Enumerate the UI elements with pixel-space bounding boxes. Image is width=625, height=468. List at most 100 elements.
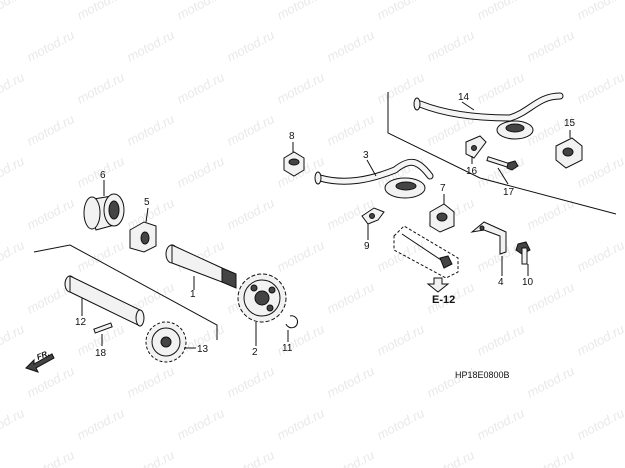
watermark-text: motod.ru <box>124 27 176 64</box>
shaft-12[interactable] <box>64 275 145 327</box>
callout-6[interactable]: 6 <box>100 170 106 181</box>
watermark-text: motod.ru <box>274 0 326 23</box>
watermark-text: motod.ru <box>74 237 126 274</box>
watermark-text: motod.ru <box>424 447 476 468</box>
callout-16[interactable]: 16 <box>466 166 478 177</box>
callout-1[interactable]: 1 <box>190 289 196 300</box>
pin-18[interactable] <box>93 322 113 334</box>
watermark-text: motod.ru <box>374 0 426 23</box>
watermark-text: motod.ru <box>324 111 376 148</box>
watermark-text: motod.ru <box>224 195 276 232</box>
reference-arrow <box>426 277 450 293</box>
watermark-text: motod.ru <box>524 27 576 64</box>
callout-11[interactable]: 11 <box>282 343 293 354</box>
sprocket-2[interactable] <box>237 273 287 323</box>
watermark-text: motod.ru <box>474 69 526 106</box>
watermark-text: motod.ru <box>474 0 526 23</box>
watermark-text: motod.ru <box>0 237 27 274</box>
watermark-text: motod.ru <box>224 363 276 400</box>
front-label: FR. <box>35 349 50 362</box>
callout-3[interactable]: 3 <box>363 150 369 161</box>
watermark-text: motod.ru <box>574 321 625 358</box>
watermark-text: motod.ru <box>74 69 126 106</box>
watermark-text: motod.ru <box>74 0 126 23</box>
watermark-text: motod.ru <box>224 27 276 64</box>
bolt-10[interactable] <box>515 241 531 265</box>
watermark-text: motod.ru <box>124 363 176 400</box>
watermark-text: motod.ru <box>574 405 625 442</box>
callout-8[interactable]: 8 <box>289 131 295 142</box>
callout-15[interactable]: 15 <box>564 118 576 129</box>
watermark-text: motod.ru <box>24 27 76 64</box>
grommet-15[interactable] <box>555 137 583 169</box>
watermark-text: motod.ru <box>0 321 27 358</box>
callout-13[interactable]: 13 <box>197 344 209 355</box>
watermark-text: motod.ru <box>474 405 526 442</box>
callout-12[interactable]: 12 <box>75 317 87 328</box>
reference-box <box>393 225 459 279</box>
callout-4[interactable]: 4 <box>498 277 504 288</box>
callout-9[interactable]: 9 <box>364 241 370 252</box>
watermark-text: motod.ru <box>0 405 27 442</box>
callout-10[interactable]: 10 <box>522 277 534 288</box>
clip-16[interactable] <box>465 135 487 159</box>
oil-pipe-14[interactable] <box>413 92 564 140</box>
watermark-text: motod.ru <box>574 0 625 23</box>
watermark-text: motod.ru <box>0 153 27 190</box>
watermark-text: motod.ru <box>274 237 326 274</box>
watermark-text: motod.ru <box>0 0 27 23</box>
watermark-text: motod.ru <box>424 363 476 400</box>
outer-rotor-6[interactable] <box>83 193 125 231</box>
leader-lines <box>81 101 571 349</box>
watermark-text: motod.ru <box>374 405 426 442</box>
reference-label[interactable]: E-12 <box>432 294 455 306</box>
watermark-text: motod.ru <box>574 69 625 106</box>
watermark-text: motod.ru <box>424 27 476 64</box>
watermark-text: motod.ru <box>524 195 576 232</box>
bracket-4[interactable] <box>470 221 507 255</box>
watermark-text: motod.ru <box>74 405 126 442</box>
watermark-text: motod.ru <box>24 447 76 468</box>
watermark-text: motod.ru <box>474 321 526 358</box>
watermark-text: motod.ru <box>274 69 326 106</box>
callout-14[interactable]: 14 <box>458 92 470 103</box>
circlip-11[interactable] <box>285 315 299 329</box>
front-arrow <box>25 353 55 373</box>
callout-17[interactable]: 17 <box>503 187 515 198</box>
grommet-8[interactable] <box>283 151 305 177</box>
watermark-text: motod.ru <box>24 195 76 232</box>
watermark-text: motod.ru <box>324 447 376 468</box>
watermark-text: motod.ru <box>124 447 176 468</box>
watermark-text: motod.ru <box>124 111 176 148</box>
watermark-text: motod.ru <box>174 69 226 106</box>
bolt-17[interactable] <box>486 156 519 171</box>
watermark-text: motod.ru <box>524 363 576 400</box>
watermark-text: motod.ru <box>24 111 76 148</box>
section-frames <box>33 92 617 340</box>
watermark-text: motod.ru <box>174 153 226 190</box>
watermark-text: motod.ru <box>374 321 426 358</box>
watermark-text: motod.ru <box>274 405 326 442</box>
watermark-text: motod.ru <box>0 69 27 106</box>
callout-5[interactable]: 5 <box>144 197 150 208</box>
watermark-text: motod.ru <box>174 405 226 442</box>
watermark-text: motod.ru <box>324 27 376 64</box>
gear-13[interactable] <box>145 321 187 363</box>
watermark-text: motod.ru <box>224 111 276 148</box>
watermark-text: motod.ru <box>174 0 226 23</box>
clip-9[interactable] <box>361 207 385 225</box>
watermark-text: motod.ru <box>324 363 376 400</box>
callout-2[interactable]: 2 <box>252 347 258 358</box>
callout-7[interactable]: 7 <box>440 183 446 194</box>
watermark-text: motod.ru <box>574 237 625 274</box>
callout-18[interactable]: 18 <box>95 348 107 359</box>
oil-pipe-3[interactable] <box>314 158 434 199</box>
watermark-text: motod.ru <box>224 447 276 468</box>
oil-pump-shaft-1[interactable] <box>165 244 237 289</box>
watermark-text: motod.ru <box>324 279 376 316</box>
inner-rotor-5[interactable] <box>129 221 157 253</box>
callouts: 1 2 3 4 5 6 7 8 9 10 11 12 13 14 15 16 1… <box>75 92 576 359</box>
diagram-code: HP18E0800B <box>455 370 510 380</box>
